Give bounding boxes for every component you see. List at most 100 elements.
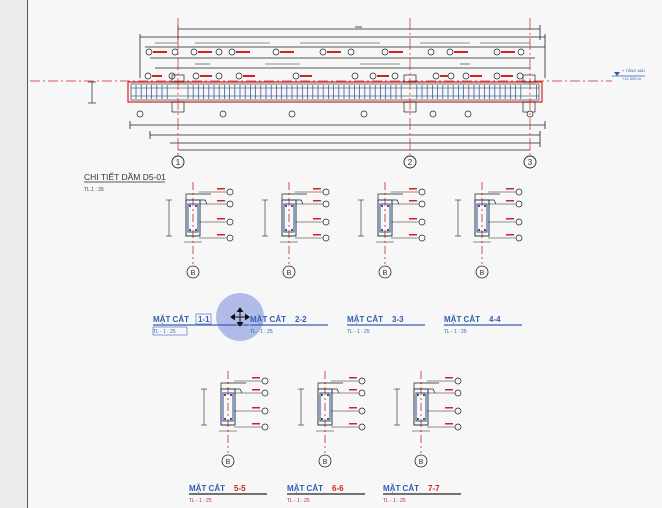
section-grid-label: B — [287, 270, 292, 277]
rebar-note — [252, 407, 260, 409]
rebar-dot — [387, 229, 389, 231]
rebar-dot — [285, 229, 287, 231]
selection-highlight[interactable] — [216, 293, 264, 341]
rebar-note — [445, 389, 453, 391]
grid-bubble-1[interactable]: 1 — [171, 155, 185, 169]
level-tag-label: + TẦNG MÁI — [622, 68, 645, 73]
left-level-marker — [88, 81, 96, 104]
rebar-dot — [224, 418, 226, 420]
section-scale-text: TL - 1 : 25 — [189, 498, 212, 504]
section-scale-text: TL - 1 : 25 — [153, 329, 176, 335]
section-stirrup — [283, 203, 295, 233]
section-slab — [377, 193, 403, 200]
rebar-note — [217, 234, 225, 236]
rebar-note — [409, 234, 417, 236]
section-label-id: 6-6 — [332, 484, 344, 493]
rebar-tag — [261, 377, 269, 385]
section-slab — [474, 193, 500, 200]
section-slab-edge — [200, 199, 208, 205]
rebar-tag — [261, 389, 269, 397]
beam-detail-title[interactable]: CHI TIẾT DẦM D5-01 TL.1 : 35 — [84, 172, 166, 193]
rebar-tag — [358, 423, 366, 431]
rebar-tag — [418, 188, 426, 196]
rebar-dot — [327, 394, 329, 396]
grid-bubble-3[interactable]: 3 — [523, 155, 537, 169]
rebar-tag — [261, 423, 269, 431]
section-grid-label: B — [226, 459, 231, 466]
section-stirrup — [379, 203, 391, 233]
rebar-note — [217, 188, 225, 190]
section-column — [377, 199, 393, 237]
section-label-1-1[interactable]: MẶT CẮT 1-1 TL - 1 : 25 — [152, 313, 249, 336]
rebar-dot — [195, 205, 197, 207]
rebar-dot — [189, 205, 191, 207]
rebar-note — [252, 377, 260, 379]
rebar-note — [313, 200, 321, 202]
rebar-tag — [454, 407, 462, 415]
rebar-note — [506, 200, 514, 202]
rebar-note — [349, 407, 357, 409]
section-column — [317, 388, 333, 426]
section-grid-bubble — [186, 265, 200, 279]
rebar-dot — [387, 205, 389, 207]
section-grid-bubble — [221, 454, 235, 468]
column-stubs — [171, 74, 536, 113]
rebar-note — [445, 423, 453, 425]
rebar-tag — [515, 234, 523, 242]
section-grid-label: B — [383, 270, 388, 277]
beam-outline[interactable] — [127, 81, 543, 103]
section-grid-bubble — [378, 265, 392, 279]
section-grid-label: B — [323, 459, 328, 466]
drawing-sheet — [27, 0, 662, 508]
rebar-dot — [478, 205, 480, 207]
rebar-note — [252, 389, 260, 391]
section-label-id: 1-1 — [198, 315, 210, 324]
beam-elevation[interactable]: + TẦNG MÁI +12.300 m — [30, 25, 645, 151]
section-label-text: MẶT CẮT — [153, 315, 189, 324]
rebar-dot — [285, 205, 287, 207]
rebar-note — [313, 234, 321, 236]
rebar-dot — [417, 394, 419, 396]
section-stirrup — [415, 392, 427, 422]
rebar-tag — [358, 389, 366, 397]
section-label-id: 5-5 — [234, 484, 246, 493]
section-scale-text: TL - 1 : 25 — [347, 329, 370, 335]
section-slab — [317, 382, 343, 389]
rebar-tag — [418, 218, 426, 226]
selected-text-box — [195, 313, 212, 325]
level-marker: + TẦNG MÁI +12.300 m — [612, 68, 645, 81]
rebar-note — [409, 188, 417, 190]
section-grid-bubble — [318, 454, 332, 468]
rebar-tag — [515, 218, 523, 226]
section-stirrup — [222, 392, 234, 422]
section-slab — [281, 193, 307, 200]
rebar-dot — [291, 205, 293, 207]
rebar-note — [349, 423, 357, 425]
section-label-text: MẶT CẮT — [383, 484, 419, 493]
section-grid-bubble — [475, 265, 489, 279]
rebar-note — [217, 218, 225, 220]
section-grid-label: B — [419, 459, 424, 466]
grid-bubble-2[interactable]: 2 — [403, 155, 417, 169]
top-dimension-lines — [139, 25, 546, 78]
rebar-note — [506, 188, 514, 190]
rebar-tag — [515, 188, 523, 196]
grid-bubbles[interactable]: 1 2 3 — [171, 155, 537, 169]
rebar-tag — [322, 188, 330, 196]
